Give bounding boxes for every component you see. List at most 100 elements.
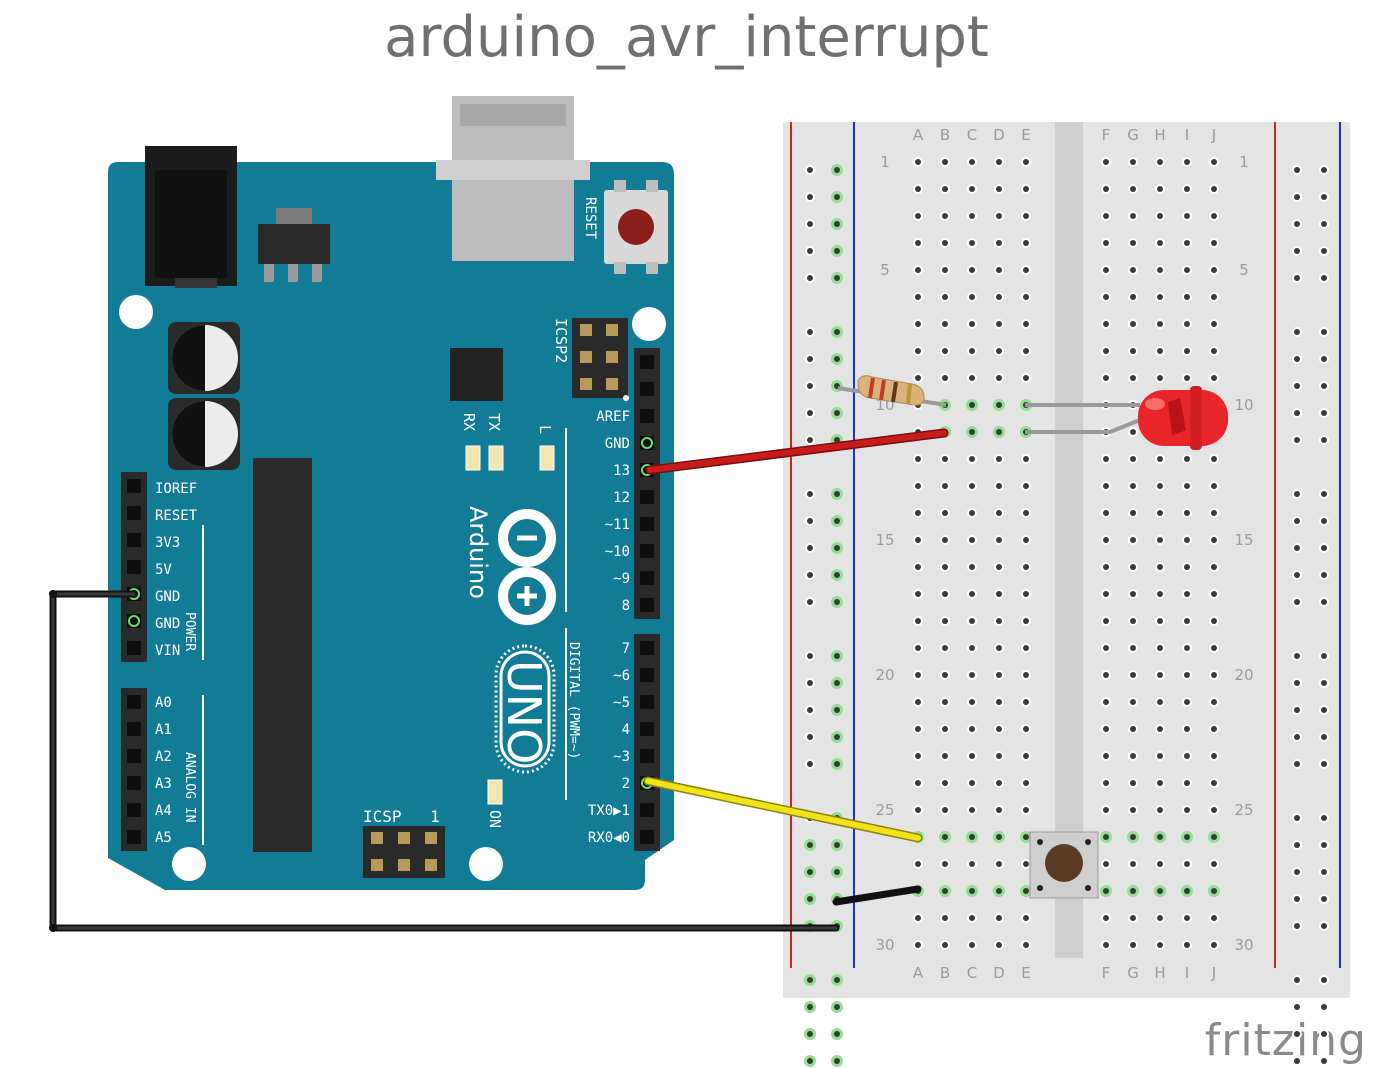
- icsp-label: ICSP: [363, 807, 402, 826]
- breadboard-row-label: 10: [1234, 396, 1253, 414]
- breadboard-column-label: J: [1211, 964, 1216, 982]
- analog-section-label: ANALOG IN: [182, 752, 197, 822]
- breadboard-column-label: F: [1102, 126, 1111, 144]
- breadboard-column-label: I: [1185, 964, 1189, 982]
- power-header-pin[interactable]: [127, 479, 141, 493]
- breadboard-row-label: 25: [1234, 801, 1253, 819]
- wire-black-button: [832, 885, 922, 906]
- breadboard-row-label: 30: [1234, 936, 1253, 954]
- analog-header-pin[interactable]: [127, 749, 141, 763]
- digital-pin-label: RX0◀0: [588, 830, 630, 846]
- digital-header-low-pin[interactable]: [640, 641, 654, 655]
- resistor: [837, 375, 947, 407]
- digital-pin-label: 2: [622, 776, 630, 792]
- digital-header-high-pin[interactable]: [640, 544, 654, 558]
- power-header-pin[interactable]: [127, 560, 141, 574]
- power-header-pin[interactable]: [127, 641, 141, 655]
- analog-pin-label: A1: [155, 722, 172, 738]
- digital-pin-label: 12: [613, 490, 630, 506]
- breadboard-column-label: A: [913, 126, 924, 144]
- analog-pin-label: A0: [155, 695, 172, 711]
- on-led: [487, 779, 503, 805]
- breadboard-column-label: E: [1021, 126, 1030, 144]
- breadboard-column-label: J: [1211, 126, 1216, 144]
- breadboard-column-label: B: [940, 126, 950, 144]
- icsp2-header: [572, 318, 628, 398]
- icsp-header: [363, 826, 445, 878]
- capacitor: [168, 322, 240, 394]
- push-button[interactable]: [1029, 831, 1099, 899]
- digital-pin-label: ~3: [613, 749, 630, 765]
- digital-header-low-pin[interactable]: [640, 749, 654, 763]
- analog-header-pin[interactable]: [127, 722, 141, 736]
- digital-pin-label: GND: [605, 436, 630, 452]
- digital-header-high-pin[interactable]: [640, 409, 654, 423]
- breadboard-row-label: 30: [875, 936, 894, 954]
- capacitor: [168, 398, 240, 470]
- rx-led: [465, 445, 481, 471]
- l-led: [539, 445, 555, 471]
- power-pin-label: 5V: [155, 562, 172, 578]
- on-label: ON: [486, 810, 504, 828]
- digital-header-high-pin[interactable]: [640, 355, 654, 369]
- mounting-hole: [172, 847, 206, 881]
- analog-header-pin[interactable]: [127, 776, 141, 790]
- atmega-chip: [253, 458, 312, 852]
- breadboard-column-label: D: [993, 126, 1005, 144]
- digital-header-low-pin[interactable]: [640, 722, 654, 736]
- digital-header-high-pin[interactable]: [640, 598, 654, 612]
- uno-badge: [494, 644, 556, 774]
- digital-pin-label: ~6: [613, 668, 630, 684]
- digital-header-low-pin[interactable]: [640, 668, 654, 682]
- power-section-label: POWER: [182, 612, 197, 651]
- usb-connector: [436, 96, 590, 261]
- breadboard-row-label: 1: [1239, 153, 1249, 171]
- fritzing-brand-logo: fritzing: [1204, 1015, 1367, 1066]
- breadboard-column-label: E: [1021, 964, 1030, 982]
- digital-header-high-pin[interactable]: [640, 571, 654, 585]
- breadboard-row-label: 25: [875, 801, 894, 819]
- digital-header-low-pin[interactable]: [640, 803, 654, 817]
- digital-section-label: DIGITAL (PWM=~): [566, 642, 581, 759]
- power-header-pin[interactable]: [127, 533, 141, 547]
- analog-pin-label: A4: [155, 803, 172, 819]
- digital-pin-label: ~11: [605, 517, 630, 533]
- power-pin-label: 3V3: [155, 535, 180, 551]
- power-pin-label: RESET: [155, 508, 198, 524]
- mounting-hole: [469, 847, 503, 881]
- breadboard-row-label: 5: [1239, 261, 1249, 279]
- analog-pin-label: A3: [155, 776, 172, 792]
- breadboard-column-label: H: [1154, 126, 1165, 144]
- analog-header-pin[interactable]: [127, 830, 141, 844]
- arduino-uno-board: RESET ICSP2 ICSP 1 RX TX L ON Arduino UN…: [108, 96, 674, 890]
- diagram-title: arduino_avr_interrupt: [384, 5, 989, 70]
- uno-wordmark: UNO: [497, 660, 551, 764]
- digital-pin-label: TX0▶1: [588, 803, 630, 819]
- power-pin-label: IOREF: [155, 481, 197, 497]
- digital-header-low-pin[interactable]: [640, 830, 654, 844]
- digital-header-high-pin[interactable]: [640, 382, 654, 396]
- breadboard-row-label: 15: [875, 531, 894, 549]
- breadboard-column-label: G: [1127, 964, 1139, 982]
- arduino-wordmark: Arduino: [464, 506, 492, 599]
- analog-header-pin[interactable]: [127, 695, 141, 709]
- led: [1025, 386, 1228, 450]
- breadboard-column-label: I: [1185, 126, 1189, 144]
- digital-header-high-pin[interactable]: [640, 517, 654, 531]
- breadboard-column-label: C: [967, 126, 977, 144]
- reset-button[interactable]: [604, 180, 668, 274]
- power-header-pin[interactable]: [127, 506, 141, 520]
- analog-pin-label: A5: [155, 830, 172, 846]
- breadboard-row-label: 5: [880, 261, 890, 279]
- digital-header-high-pin[interactable]: [640, 490, 654, 504]
- breadboard-column-label: B: [940, 964, 950, 982]
- digital-header-low-pin[interactable]: [640, 695, 654, 709]
- digital-pin-label: ~9: [613, 571, 630, 587]
- analog-header-pin[interactable]: [127, 803, 141, 817]
- digital-pin-label: ~5: [613, 695, 630, 711]
- analog-pin-label: A2: [155, 749, 172, 765]
- digital-pin-label: ~10: [605, 544, 630, 560]
- tx-led: [488, 445, 504, 471]
- rx-label: RX: [460, 413, 478, 431]
